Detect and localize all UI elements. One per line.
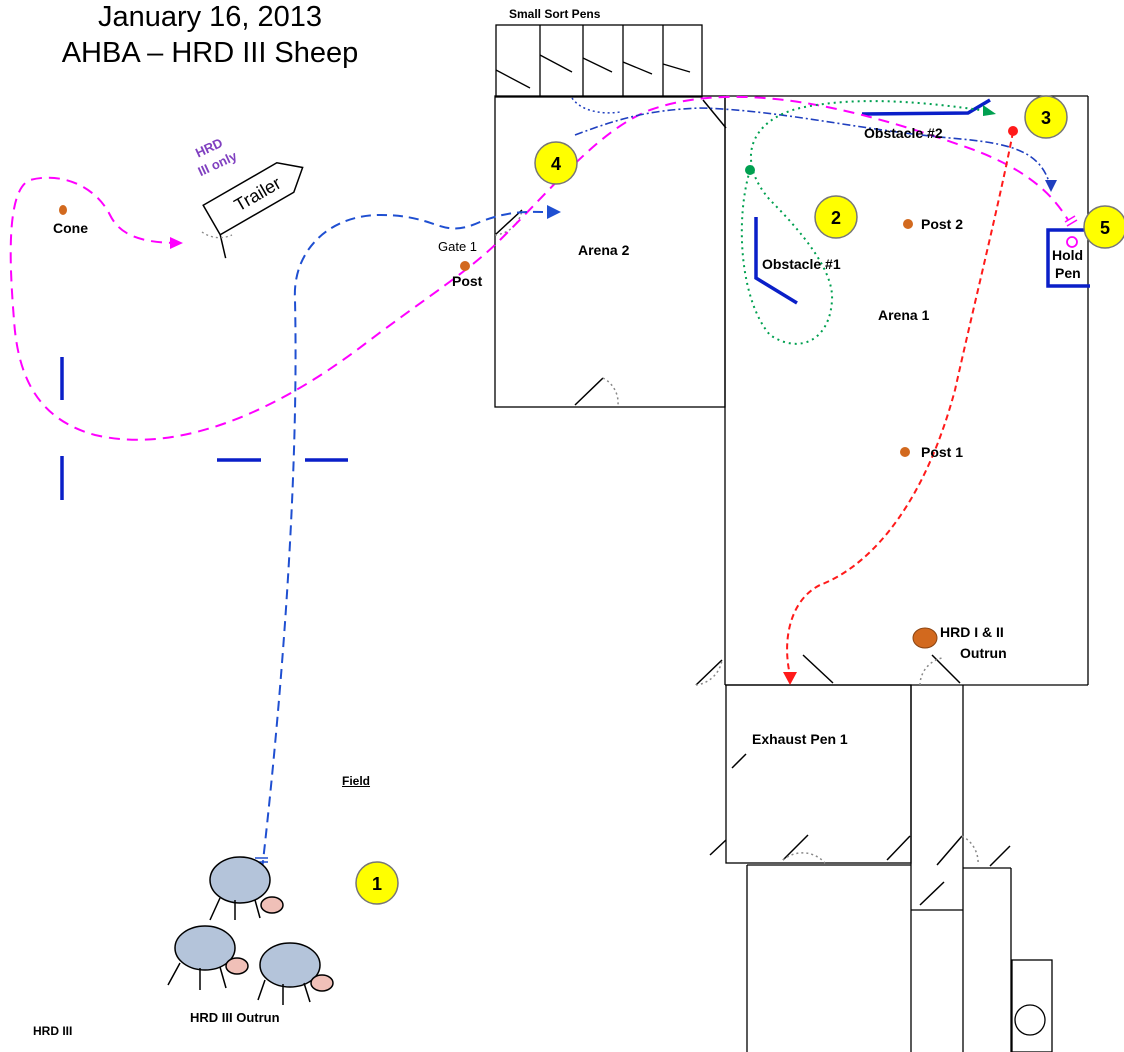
hrd-iii-outrun-label: HRD III Outrun <box>190 1010 280 1025</box>
arena1-wall <box>724 95 1089 686</box>
obstacle1-label: Obstacle #1 <box>762 256 841 272</box>
marker-5: 5 <box>1083 205 1124 249</box>
cone-marker <box>59 205 67 215</box>
small-sort-pens-label: Small Sort Pens <box>509 7 601 21</box>
gate1-label: Gate 1 <box>438 239 478 254</box>
red-path <box>786 131 1014 676</box>
header-title: AHBA – HRD III Sheep <box>61 37 359 69</box>
marker-2-label: 2 <box>831 208 841 228</box>
arena2-label: Arena 2 <box>578 242 630 258</box>
marker-3: 3 <box>1024 95 1068 139</box>
post-label: Post <box>452 273 483 289</box>
blue-arrow <box>547 205 561 219</box>
marker-3-label: 3 <box>1041 108 1051 128</box>
exhaust-pen1-label: Exhaust Pen 1 <box>752 731 848 747</box>
exhaust-pens <box>725 684 1053 1052</box>
obstacle2-label: Obstacle #2 <box>864 125 943 141</box>
magenta-path <box>9 95 1069 441</box>
post2-marker <box>903 219 913 229</box>
arena1-label: Arena 1 <box>878 307 930 323</box>
navy-dashdot-path <box>574 107 1051 186</box>
marker-5-label: 5 <box>1100 218 1110 238</box>
field-label: Field <box>342 774 371 788</box>
blue-path <box>261 210 551 871</box>
hold-pen-label-line2: Pen <box>1055 265 1081 281</box>
header-date: January 16, 2013 <box>97 1 323 33</box>
cone-label: Cone <box>53 220 88 236</box>
small-sort-pens <box>495 24 703 98</box>
footer-label: HRD III <box>33 1024 73 1038</box>
marker-2: 2 <box>814 195 858 239</box>
post1-marker <box>900 447 910 457</box>
hrd-i-ii-outrun-marker <box>912 627 938 649</box>
marker-4-label: 4 <box>551 154 561 174</box>
marker-1-label: 1 <box>372 874 382 894</box>
magenta-arrow <box>170 237 183 249</box>
post1-label: Post 1 <box>921 444 964 460</box>
hold-pen-label-line1: Hold <box>1052 247 1084 263</box>
marker-4: 4 <box>534 141 578 185</box>
post-marker <box>460 261 470 271</box>
obstacle-panels <box>60 98 1090 500</box>
gates <box>494 99 1011 906</box>
marker-1: 1 <box>355 861 399 905</box>
hrd-i-ii-outrun-label-line1: HRD I & II <box>940 624 1004 640</box>
post2-label: Post 2 <box>921 216 964 232</box>
hrd-i-ii-outrun-label-line2: Outrun <box>960 645 1007 661</box>
trailer-icon <box>202 161 304 259</box>
green-path <box>740 100 981 345</box>
sheep-icon <box>167 856 334 1005</box>
